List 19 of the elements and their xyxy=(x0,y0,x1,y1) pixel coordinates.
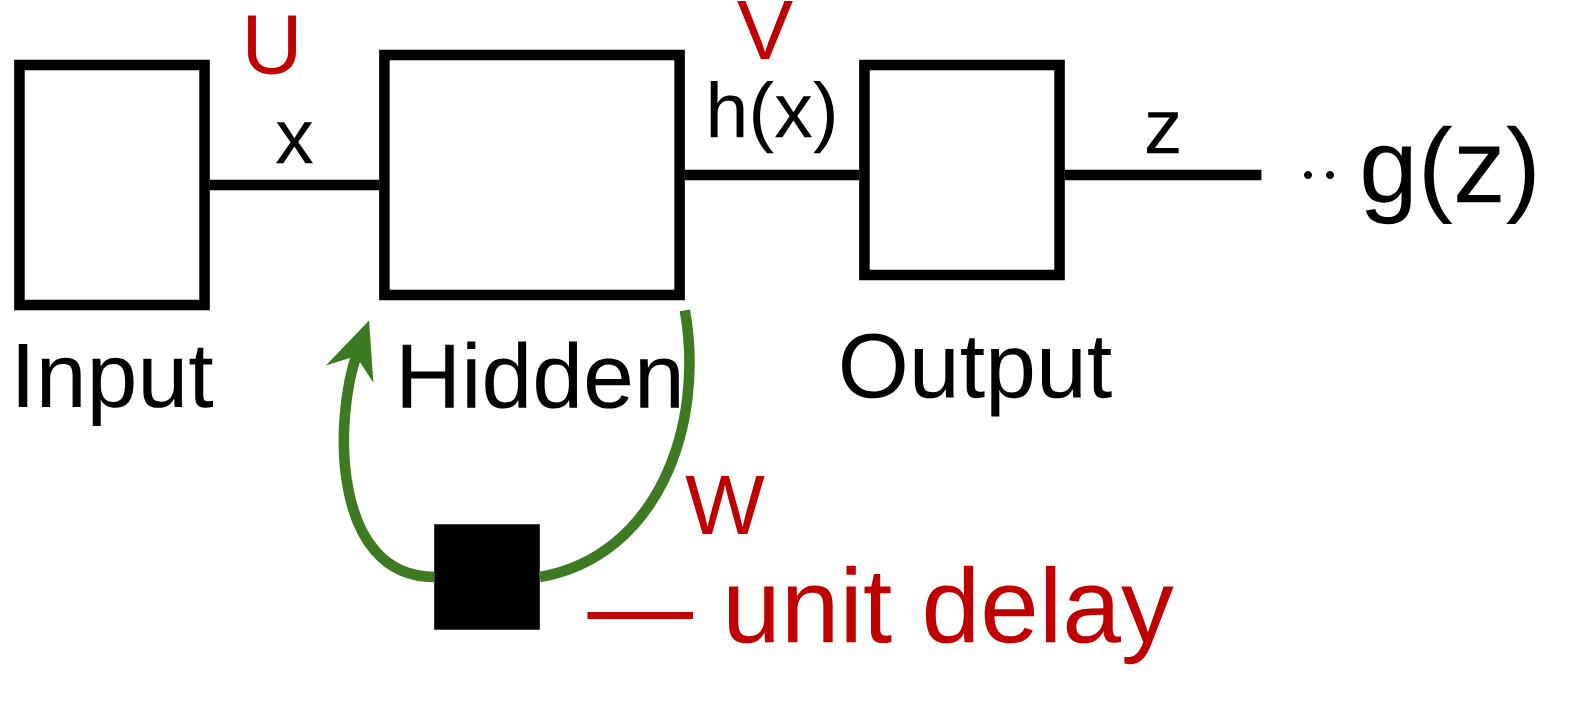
connector xyxy=(538,309,695,583)
connector xyxy=(684,169,860,181)
weight-label: U xyxy=(248,15,296,75)
weight-label: V xyxy=(737,0,793,59)
layer-box: Hidden xyxy=(379,49,685,409)
annotation: — unit delay xyxy=(587,565,1174,665)
node-label: Input xyxy=(18,344,214,426)
edge-label: z xyxy=(1146,112,1179,154)
output-function: g(z) xyxy=(1363,125,1535,225)
connector xyxy=(1064,169,1262,181)
layer-box: Output xyxy=(842,59,1112,417)
unit-delay-square xyxy=(434,524,540,630)
node-label: Output xyxy=(842,333,1112,417)
node-label: Hidden xyxy=(402,341,679,409)
layer-box: Input xyxy=(14,59,213,426)
edge-label: x xyxy=(276,122,313,164)
connector xyxy=(209,179,380,191)
weight-label: W xyxy=(685,475,765,535)
edge-label: h(x) xyxy=(710,81,834,154)
